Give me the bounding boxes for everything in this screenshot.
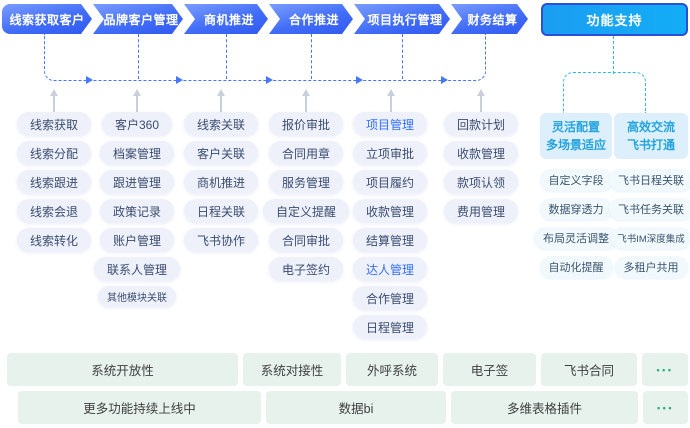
feature-pill: 合同用章 (268, 141, 343, 165)
stage-brand-customer-mgmt[interactable]: 品牌客户管理 (93, 4, 183, 34)
feature-pill: 联系人管理 (93, 257, 180, 281)
support-line (613, 36, 614, 74)
capability-box-esign: 电子签 (443, 353, 536, 386)
more-dots-icon[interactable]: ••• (643, 391, 688, 424)
capability-box-bitable-plugin: 多维表格插件 (451, 391, 638, 424)
column-finance-settlement: 回款计划 收款管理 款项认领 费用管理 (426, 112, 536, 223)
stage-cooperation-advance[interactable]: 合作推进 (269, 4, 353, 34)
column-connector-arrow-icon (477, 89, 485, 114)
feature-pill: 日程管理 (352, 315, 427, 339)
flow-line (402, 34, 403, 79)
support-group-feishu-integration: 高效交流 飞书打通 飞书日程关联 飞书任务关联 飞书IM深度集成 多租户共用 (609, 113, 690, 285)
flow-line (226, 34, 227, 79)
feature-pill-highlighted: 达人管理 (352, 257, 427, 281)
feature-pill: 合同审批 (268, 228, 343, 252)
support-group-flexible-config: 灵活配置 多场景适应 自定义字段 数据穿透力 布局灵活调整 自动化提醒 (534, 113, 618, 285)
feature-pill: 费用管理 (443, 199, 518, 223)
feature-pill: 服务管理 (268, 170, 343, 194)
support-button[interactable]: 功能支持 (541, 3, 688, 36)
flow-line (311, 34, 312, 79)
feature-pill: 电子签约 (268, 257, 343, 281)
flow-arrowhead-icon (266, 76, 273, 84)
column-connector-arrow-icon (387, 89, 395, 114)
feature-pill: 政策记录 (99, 199, 174, 223)
capability-box-more-features: 更多功能持续上线中 (18, 391, 261, 424)
feature-pill: 商机推进 (183, 170, 258, 194)
support-pill: 自动化提醒 (539, 256, 613, 278)
stage-opportunity-advance[interactable]: 商机推进 (184, 4, 268, 34)
stage-lead-acquisition[interactable]: 线索获取客户 (2, 4, 92, 34)
capability-box-outbound-call: 外呼系统 (346, 353, 438, 386)
flow-arrowhead-icon (356, 76, 363, 84)
feature-pill: 款项认领 (443, 170, 518, 194)
support-pill: 飞书日程关联 (609, 169, 690, 191)
feature-pill: 收款管理 (443, 141, 518, 165)
flow-arrowhead-icon (441, 76, 448, 84)
support-pill: 数据穿透力 (539, 198, 613, 220)
feature-pill: 客户关联 (183, 141, 258, 165)
column-connector-arrow-icon (133, 89, 141, 114)
column-connector-arrow-icon (217, 89, 225, 114)
flow-arrowhead-icon (176, 76, 183, 84)
feature-pill: 飞书协作 (183, 228, 258, 252)
flow-arrowhead-icon (86, 76, 93, 84)
capability-box-feishu-contract: 飞书合同 (541, 353, 637, 386)
support-pill: 飞书IM深度集成 (611, 227, 690, 249)
support-pill: 多租户共用 (614, 256, 688, 278)
feature-pill: 线索分配 (16, 141, 91, 165)
feature-pill: 跟进管理 (99, 170, 174, 194)
feature-pill: 结算管理 (352, 228, 427, 252)
stage-project-execution[interactable]: 项目执行管理 (354, 4, 450, 34)
column-connector-arrow-icon (50, 89, 58, 114)
feature-pill: 项目履约 (352, 170, 427, 194)
column-lead-acquisition: 线索获取 线索分配 线索跟进 线索会退 线索转化 (0, 112, 109, 252)
feature-pill: 日程关联 (183, 199, 258, 223)
support-pill: 布局灵活调整 (534, 227, 618, 249)
more-dots-icon[interactable]: ••• (642, 353, 688, 386)
feature-pill-highlighted: 项目管理 (352, 112, 427, 136)
column-connector-arrow-icon (302, 89, 310, 114)
feature-pill: 线索获取 (16, 112, 91, 136)
feature-pill: 报价审批 (268, 112, 343, 136)
flow-line (138, 34, 139, 79)
feature-pill: 档案管理 (99, 141, 174, 165)
feature-pill: 自定义提醒 (262, 199, 349, 223)
feature-pill: 线索关联 (183, 112, 258, 136)
feature-pill: 线索跟进 (16, 170, 91, 194)
feature-pill: 账户管理 (99, 228, 174, 252)
column-brand-customer-mgmt: 客户360 档案管理 跟进管理 政策记录 账户管理 联系人管理 其他模块关联 (82, 112, 192, 307)
flow-line (44, 34, 486, 81)
column-cooperation-advance: 报价审批 合同用章 服务管理 自定义提醒 合同审批 电子签约 (251, 112, 361, 281)
support-group-header: 高效交流 飞书打通 (614, 113, 688, 159)
support-pill: 自定义字段 (539, 169, 613, 191)
feature-pill: 立项审批 (352, 141, 427, 165)
support-group-header: 灵活配置 多场景适应 (540, 113, 612, 159)
feature-pill: 合作管理 (352, 286, 427, 310)
column-project-execution: 项目管理 立项审批 项目履约 收款管理 结算管理 达人管理 合作管理 日程管理 (335, 112, 445, 339)
feature-pill: 回款计划 (443, 112, 518, 136)
feature-pill: 收款管理 (352, 199, 427, 223)
capability-box-data-bi: 数据bi (266, 391, 446, 424)
capability-box-system-connect: 系统对接性 (243, 353, 341, 386)
support-pill: 飞书任务关联 (609, 198, 690, 220)
feature-pill: 客户360 (101, 112, 173, 136)
capability-box-system-openness: 系统开放性 (7, 353, 238, 386)
feature-pill: 线索会退 (16, 199, 91, 223)
stage-finance-settlement[interactable]: 财务结算 (451, 4, 528, 34)
support-line (563, 72, 646, 113)
feature-pill: 其他模块关联 (98, 286, 176, 307)
column-opportunity-advance: 线索关联 客户关联 商机推进 日程关联 飞书协作 (166, 112, 276, 252)
feature-pill: 线索转化 (16, 228, 91, 252)
